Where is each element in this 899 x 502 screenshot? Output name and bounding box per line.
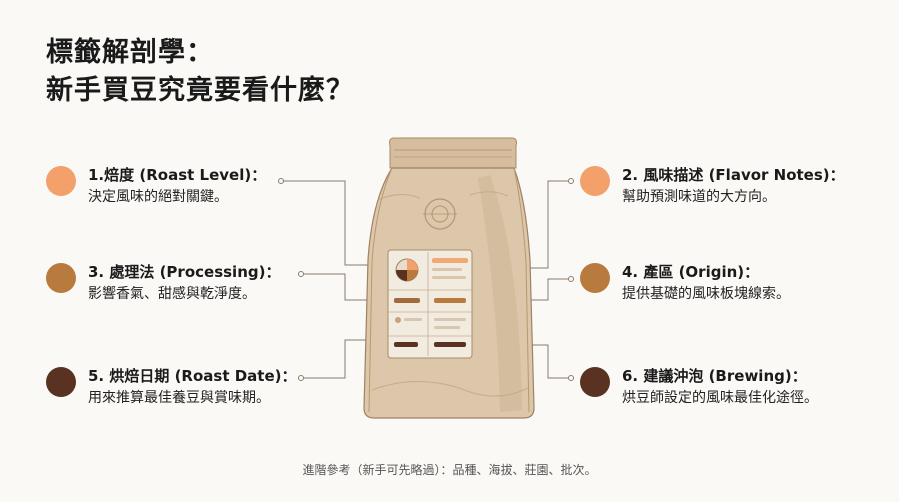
label-heading: 5. 烘焙日期 (Roast Date)：	[88, 367, 297, 385]
page-title: 標籤解剖學： 新手買豆究竟要看什麼？	[46, 34, 354, 110]
flavor-notes-dot-icon	[580, 166, 610, 196]
label-desc: 提供基礎的風味板塊線索。	[622, 286, 790, 302]
origin-dot-icon	[580, 263, 610, 293]
roast-date-dot-icon	[46, 367, 76, 397]
processing-dot-icon	[46, 263, 76, 293]
label-desc: 烘豆師設定的風味最佳化途徑。	[622, 390, 818, 406]
roast-level-dot-icon	[46, 166, 76, 196]
label-desc: 用來推算最佳養豆與賞味期。	[88, 390, 270, 406]
title-line-1: 標籤解剖學：	[46, 37, 214, 68]
brewing-dot-icon	[580, 367, 610, 397]
title-line-2: 新手買豆究竟要看什麼？	[46, 75, 354, 106]
coffee-bag-icon	[363, 137, 535, 419]
label-heading: 4. 產區 (Origin)：	[622, 263, 760, 281]
label-desc: 決定風味的絕對關鍵。	[88, 189, 228, 205]
label-heading: 2. 風味描述 (Flavor Notes)：	[622, 166, 845, 184]
label-desc: 幫助預測味道的大方向。	[622, 189, 776, 205]
footer-note: 進階參考（新手可先略過）：品種、海拔、莊園、批次。	[302, 463, 597, 477]
label-heading: 1.焙度 (Roast Level)：	[88, 166, 267, 184]
label-desc: 影響香氣、甜感與乾淨度。	[88, 286, 256, 302]
label-heading: 3. 處理法 (Processing)：	[88, 263, 281, 281]
label-heading: 6. 建議沖泡 (Brewing)：	[622, 367, 807, 385]
